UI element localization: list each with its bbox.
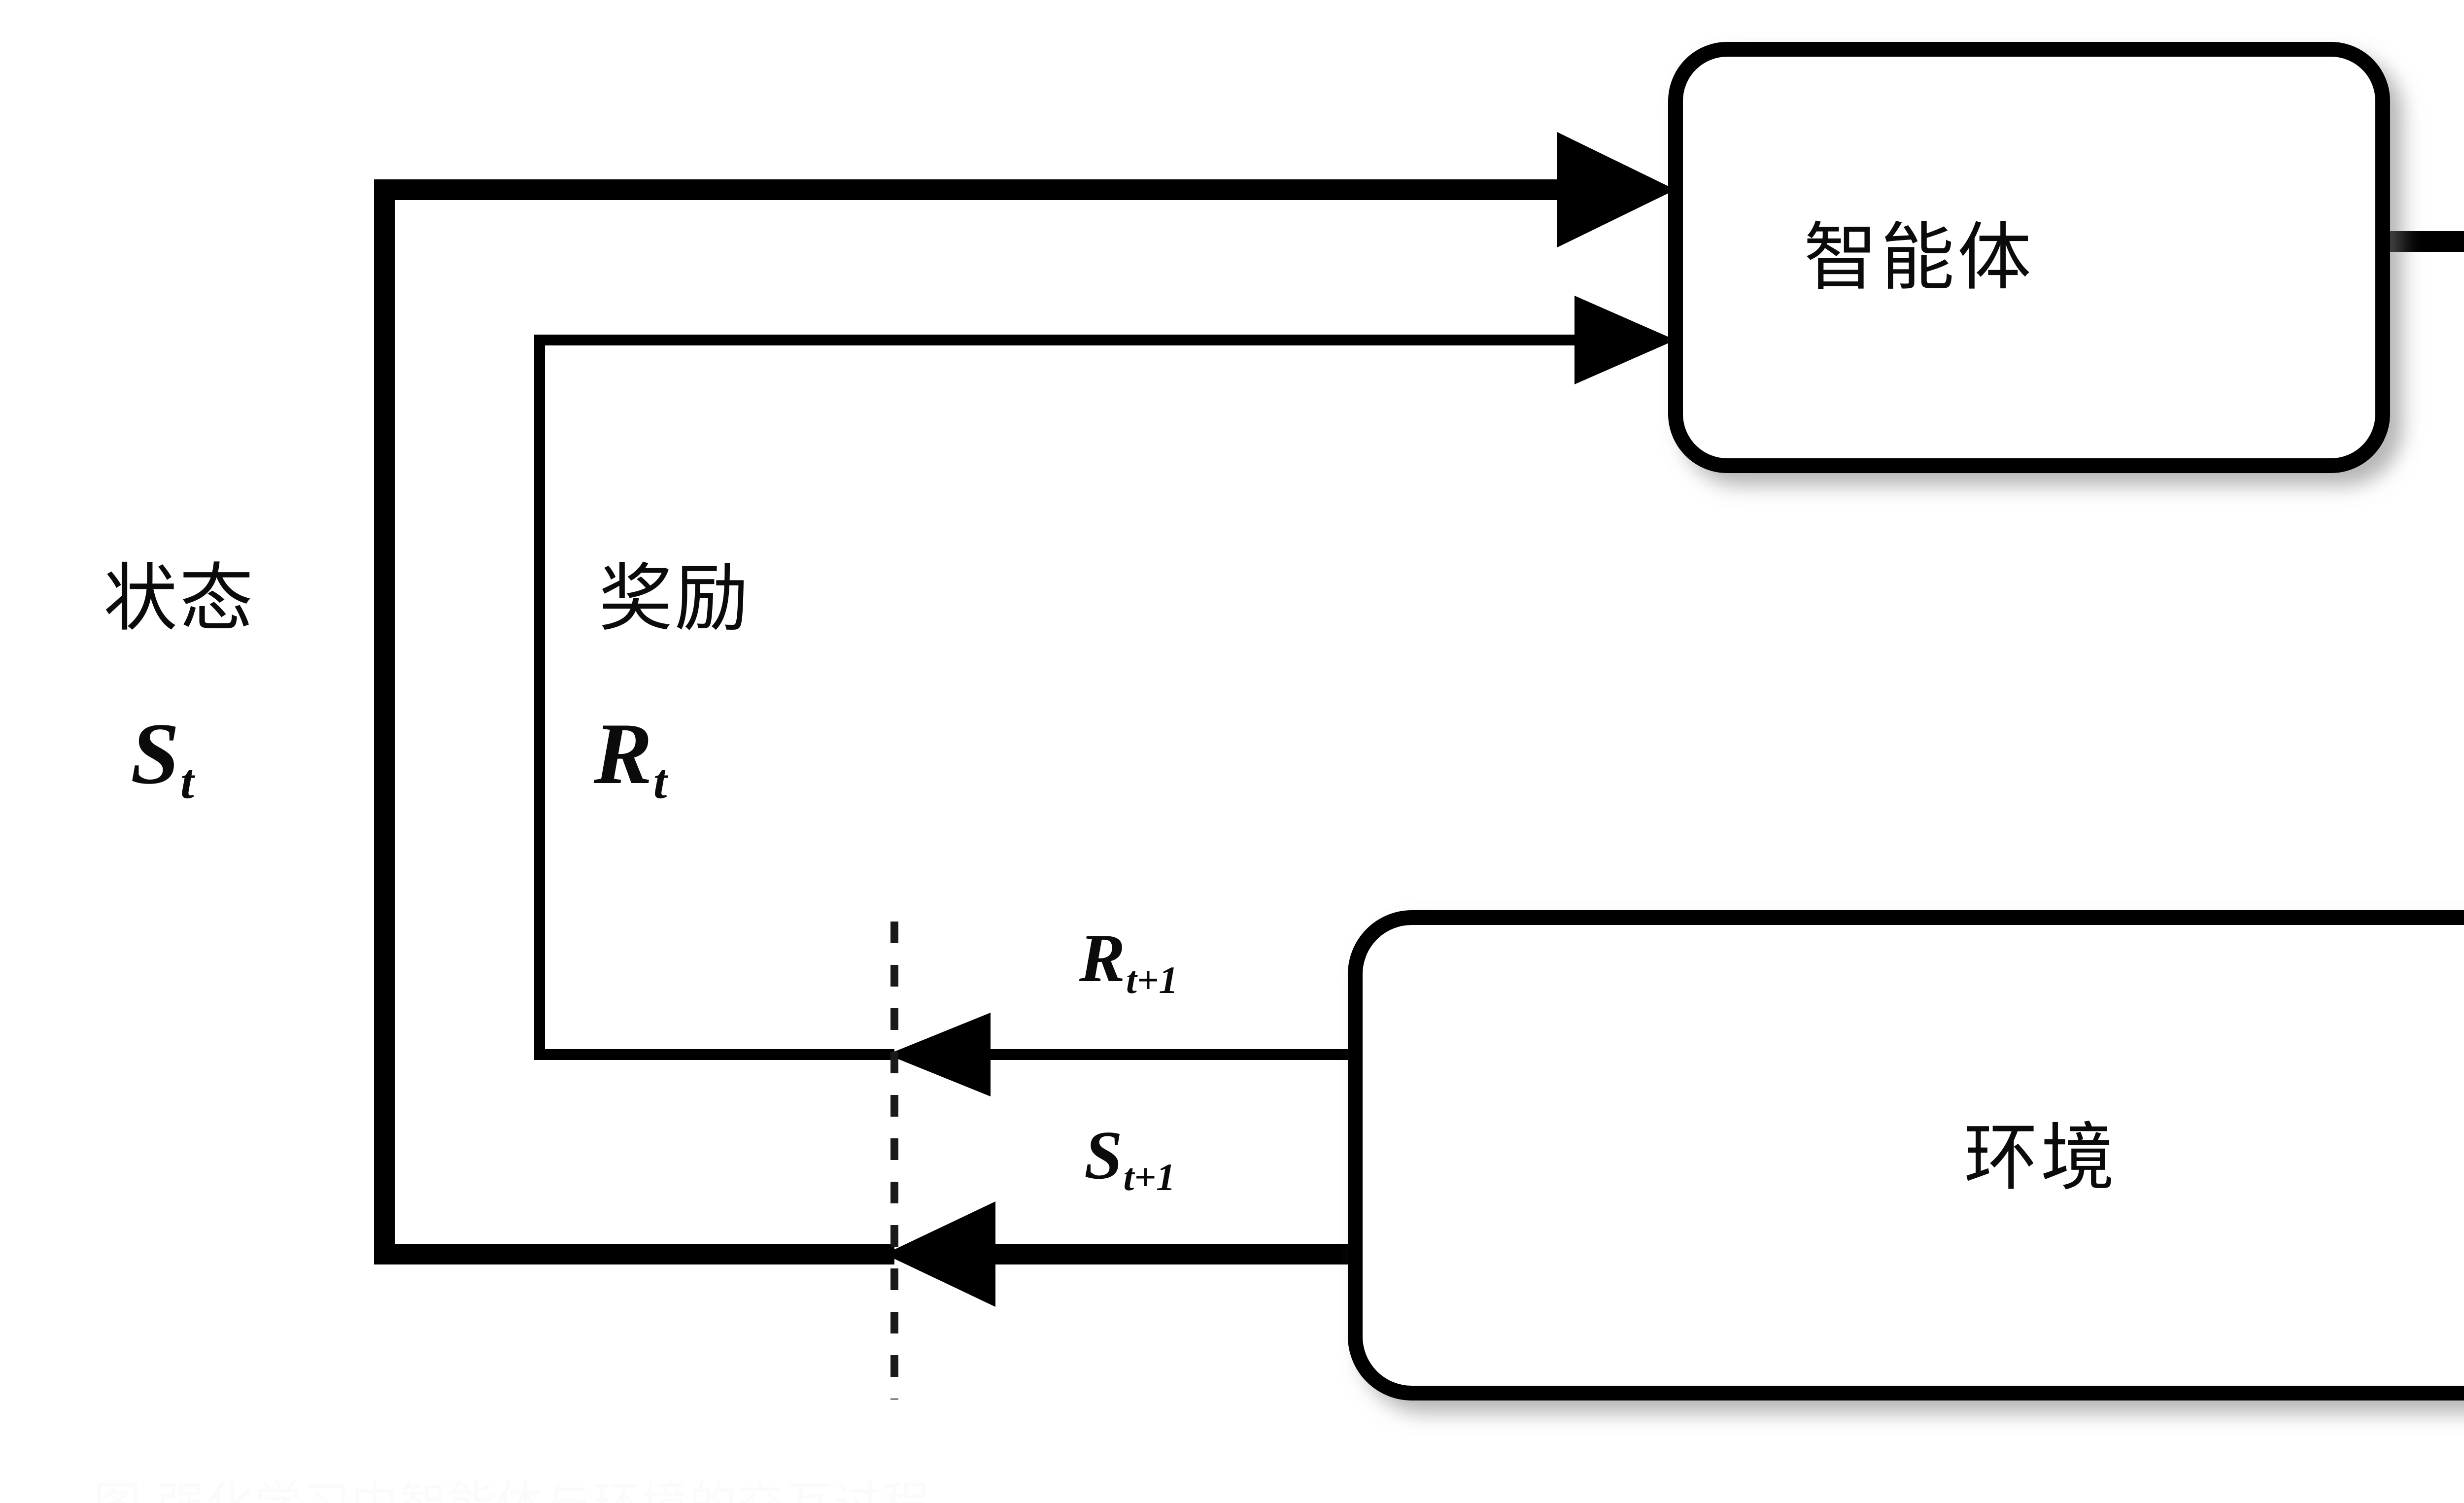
agent-box[interactable] bbox=[1668, 42, 2390, 473]
reward-next-edge-label: Rt+1 bbox=[1079, 924, 1178, 999]
state-symbol-subscript: t bbox=[180, 753, 194, 809]
state-next-edge-label: St+1 bbox=[1084, 1121, 1175, 1196]
agent-label: 智能体 bbox=[1804, 215, 2035, 301]
figure-caption: 图 强化学习中智能体与环境的交互过程 bbox=[94, 1466, 931, 1503]
state-annotation-symbol: St bbox=[131, 710, 194, 806]
reward-next-subscript: t+1 bbox=[1126, 958, 1178, 1001]
environment-box[interactable] bbox=[1348, 910, 2464, 1401]
reward-annotation-symbol: Rt bbox=[594, 710, 667, 806]
environment-label: 环境 bbox=[1964, 1115, 2118, 1201]
state-annotation-word: 状态 bbox=[103, 556, 256, 642]
state-feedback-path bbox=[374, 179, 1636, 1264]
state-next-subscript: t+1 bbox=[1123, 1155, 1176, 1198]
reward-annotation-word: 奖励 bbox=[599, 556, 751, 642]
reward-next-base: R bbox=[1079, 920, 1126, 996]
state-symbol-base: S bbox=[131, 705, 179, 802]
reward-feedback-path bbox=[534, 335, 1636, 1060]
state-arrowhead-into-agent bbox=[1557, 132, 1676, 247]
reward-arrowhead-into-agent bbox=[1574, 296, 1676, 384]
reward-symbol-subscript: t bbox=[653, 753, 667, 809]
state-next-base: S bbox=[1084, 1117, 1123, 1194]
reward-symbol-base: R bbox=[594, 705, 652, 802]
reward-next-arrowhead bbox=[887, 1013, 991, 1096]
state-next-arrowhead bbox=[885, 1201, 995, 1307]
